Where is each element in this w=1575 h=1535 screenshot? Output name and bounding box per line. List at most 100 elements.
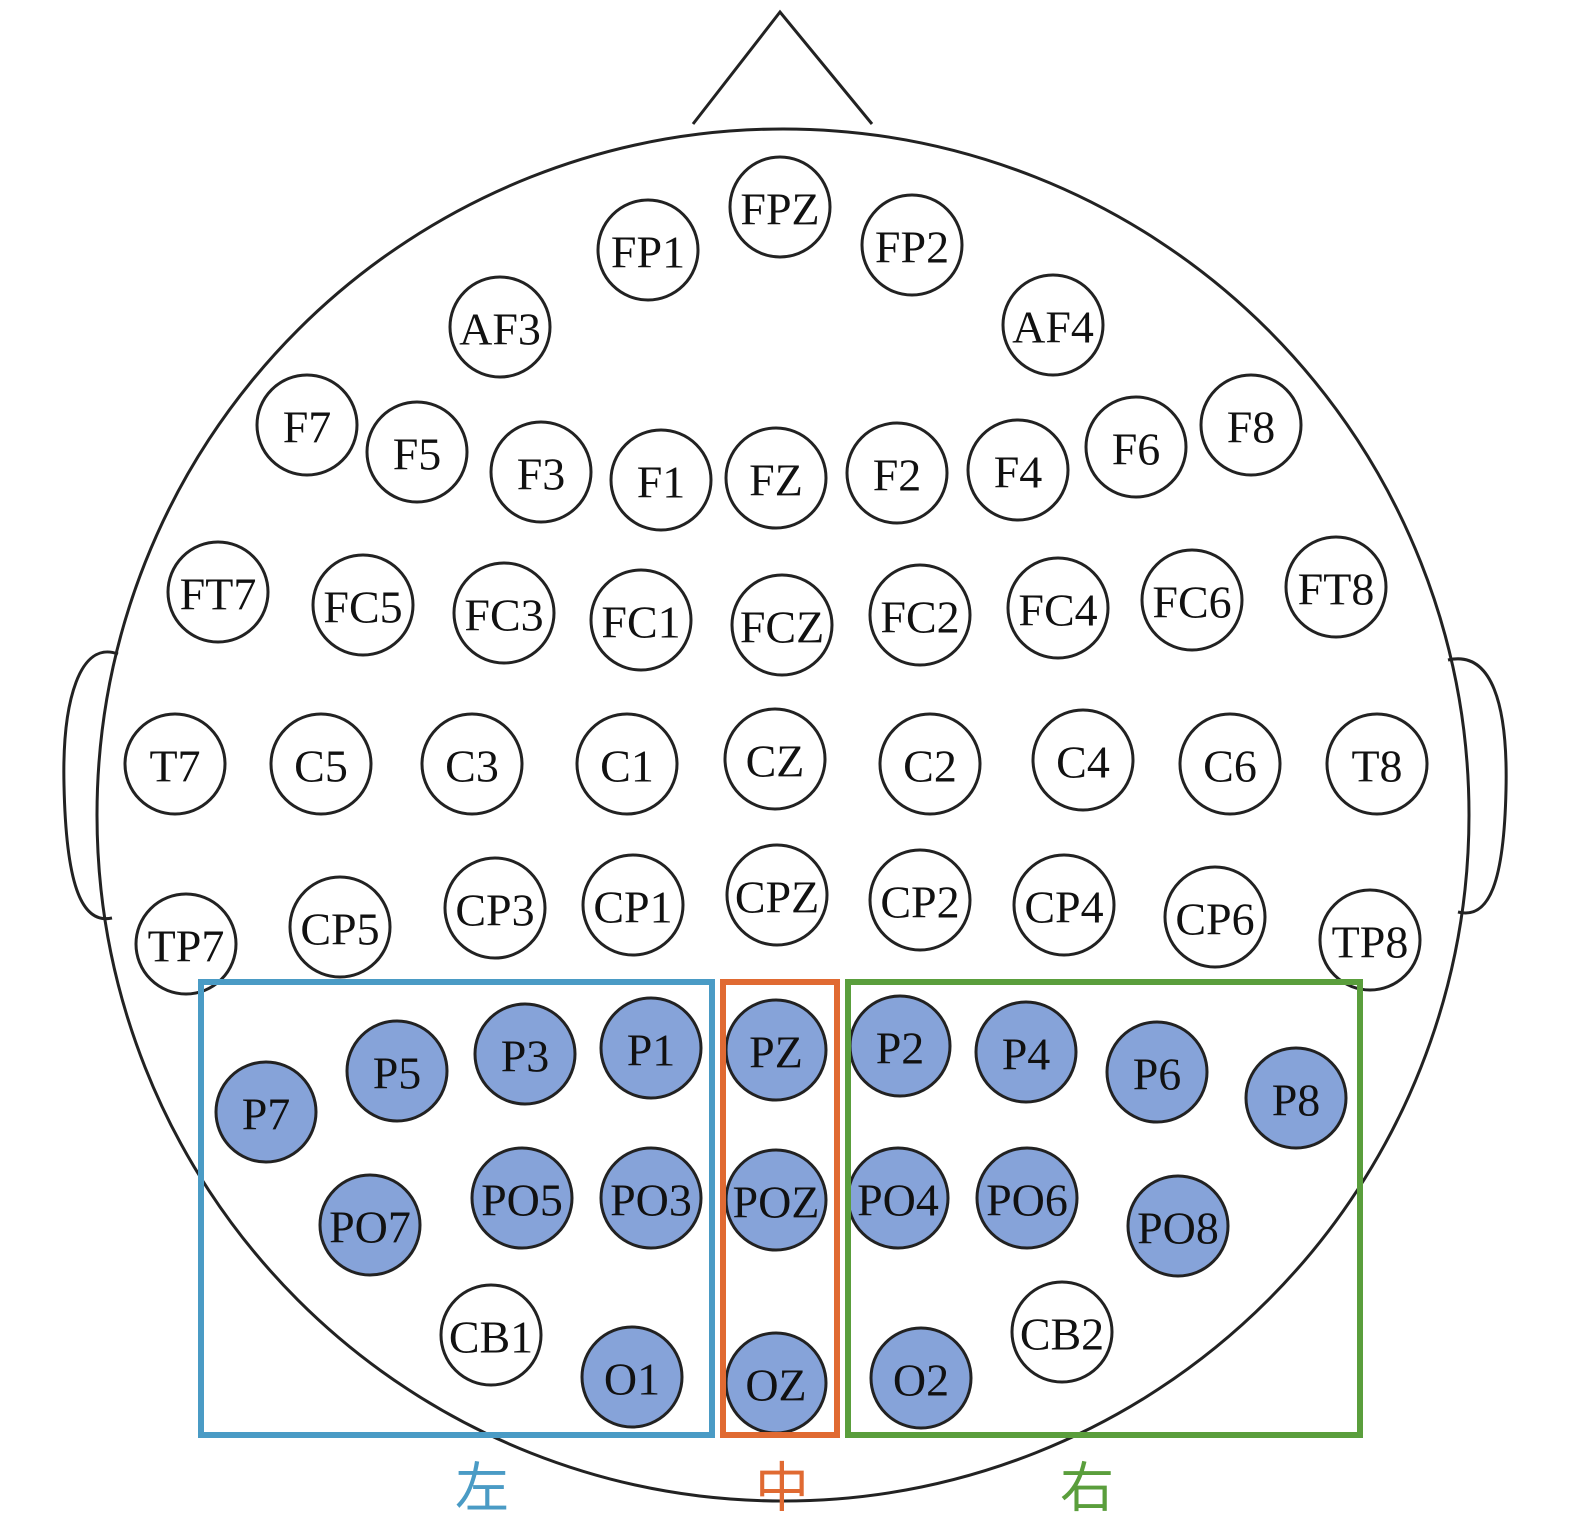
electrode-label: CZ [746, 736, 805, 787]
electrode-circle [609, 428, 713, 532]
electrode-circle [1006, 556, 1110, 660]
electrode-label: O2 [893, 1355, 949, 1406]
nose-outline [691, 9, 874, 125]
electrode-circle [878, 712, 982, 816]
electrode-label: F5 [393, 429, 442, 480]
middle-region-box [720, 979, 840, 1438]
electrode-label: C4 [1056, 737, 1110, 788]
right-ear-outline [1447, 657, 1508, 915]
electrode-label: POZ [733, 1177, 820, 1228]
electrode-label: FC6 [1152, 577, 1231, 628]
electrode-circle [1084, 395, 1188, 499]
electrode-circle [269, 712, 373, 816]
electrode-p6: P6 [1105, 1020, 1209, 1124]
electrode-label: F8 [1227, 402, 1276, 453]
electrode-circle [365, 400, 469, 504]
electrode-circle [288, 875, 392, 979]
electrode-circle [581, 853, 685, 957]
electrode-circle [345, 1019, 449, 1123]
electrode-f8: F8 [1199, 373, 1303, 477]
electrode-circle [443, 856, 547, 960]
electrode-circle [1012, 853, 1116, 957]
electrode-c1: C1 [575, 712, 679, 816]
electrode-circle [596, 198, 700, 302]
electrode-label: CP2 [880, 877, 959, 928]
electrode-circle [1105, 1020, 1209, 1124]
electrode-label: CP1 [593, 882, 672, 933]
electrode-c3: C3 [420, 712, 524, 816]
electrode-t7: T7 [123, 712, 227, 816]
electrode-label: C2 [903, 741, 957, 792]
electrode-circle [1318, 888, 1422, 992]
electrode-pz: PZ [724, 998, 828, 1102]
electrode-cpz: CPZ [725, 843, 829, 947]
electrode-po8: PO8 [1126, 1174, 1230, 1278]
electrode-label: F7 [283, 402, 332, 453]
electrode-label: TP7 [148, 921, 225, 972]
electrode-tp8: TP8 [1318, 888, 1422, 992]
electrode-label: C3 [445, 741, 499, 792]
electrode-label: CB1 [449, 1312, 533, 1363]
electrode-circle [724, 426, 828, 530]
electrode-po7: PO7 [318, 1173, 422, 1277]
electrode-ft8: FT8 [1284, 535, 1388, 639]
electrode-circle [255, 373, 359, 477]
electrode-c4: C4 [1031, 708, 1135, 812]
electrode-f2: F2 [845, 421, 949, 525]
electrode-circle [589, 568, 693, 672]
electrode-circle [1140, 548, 1244, 652]
electrode-circle [123, 712, 227, 816]
electrode-af3: AF3 [448, 275, 552, 379]
electrode-fc3: FC3 [452, 561, 556, 665]
electrode-af4: AF4 [1001, 273, 1105, 377]
electrode-label: FC5 [323, 582, 402, 633]
electrode-circle [975, 1146, 1079, 1250]
electrode-circle [1199, 373, 1303, 477]
electrode-circle [452, 561, 556, 665]
electrode-circle [134, 892, 238, 996]
electrode-circle [966, 418, 1070, 522]
electrode-label: PO8 [1137, 1203, 1219, 1254]
electrode-po3: PO3 [599, 1146, 703, 1250]
electrode-p1: P1 [599, 996, 703, 1100]
electrode-circle [575, 712, 679, 816]
electrode-circle [1010, 1280, 1114, 1384]
head-outline [95, 127, 1471, 1503]
electrode-c6: C6 [1178, 712, 1282, 816]
electrode-circle [439, 1283, 543, 1387]
electrode-label: FP1 [611, 227, 685, 278]
electrode-fc2: FC2 [868, 563, 972, 667]
electrode-circle [599, 1146, 703, 1250]
electrode-label: CB2 [1020, 1309, 1104, 1360]
electrode-f1: F1 [609, 428, 713, 532]
electrode-label: AF4 [1012, 302, 1094, 353]
electrode-f6: F6 [1084, 395, 1188, 499]
electrode-label: C6 [1203, 741, 1257, 792]
electrode-label: C5 [294, 741, 348, 792]
electrode-label: F1 [637, 457, 686, 508]
electrode-label: PO3 [610, 1175, 692, 1226]
electrode-circle [868, 848, 972, 952]
electrode-label: PZ [749, 1027, 803, 1078]
electrode-circle [845, 421, 949, 525]
electrode-label: PO4 [857, 1175, 939, 1226]
electrode-cp5: CP5 [288, 875, 392, 979]
right-region-box [845, 979, 1363, 1438]
electrode-circle [420, 712, 524, 816]
electrode-circle [974, 1000, 1078, 1104]
electrode-label: FT7 [180, 569, 257, 620]
electrode-circle [470, 1146, 574, 1250]
electrode-label: PO5 [481, 1175, 563, 1226]
electrode-label: T7 [149, 741, 200, 792]
electrode-label: PO6 [986, 1175, 1068, 1226]
electrode-label: T8 [1351, 741, 1402, 792]
electrode-circle [473, 1002, 577, 1106]
electrode-circle [599, 996, 703, 1100]
left-region-box [198, 979, 715, 1438]
electrode-label: AF3 [459, 304, 541, 355]
electrode-fpz: FPZ [728, 155, 832, 259]
electrode-circle [1163, 865, 1267, 969]
electrode-label: P2 [876, 1023, 925, 1074]
electrode-label: P7 [242, 1089, 291, 1140]
